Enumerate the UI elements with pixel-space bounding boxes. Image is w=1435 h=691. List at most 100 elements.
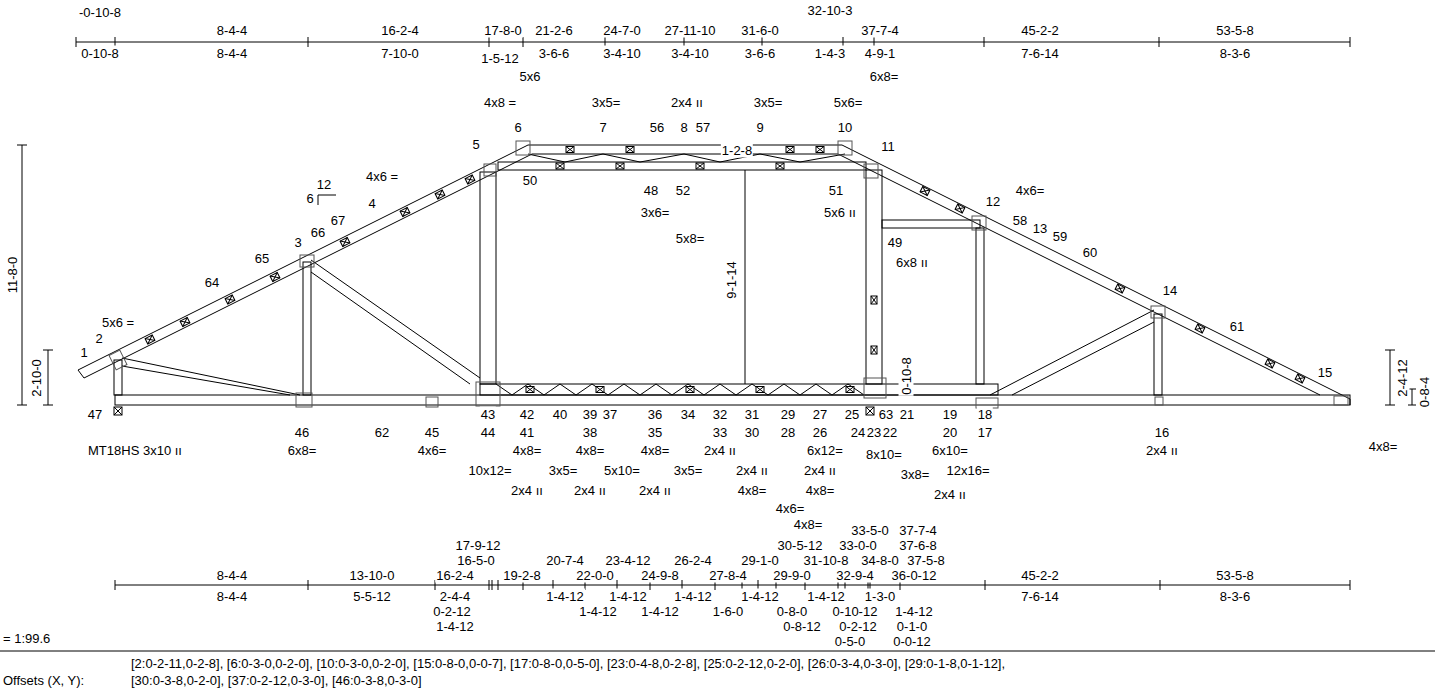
bracing-mark [1265, 359, 1275, 368]
dimension-line [1385, 350, 1395, 351]
drawing-label: 53-5-8 [1215, 23, 1255, 38]
drawing-label: 2x4 ıı [638, 483, 672, 498]
bracing-mark [871, 346, 877, 354]
drawing-label: 2x4 ıı [573, 483, 607, 498]
drawing-label: [30:0-3-8,0-2-0], [37:0-2-12,0-3-0], [46… [130, 673, 423, 688]
drawing-label: 8x10= [865, 447, 903, 462]
drawing-label: 6x12= [806, 443, 844, 458]
drawing-label: 1-5-12 [480, 51, 520, 66]
bracing-mark [526, 387, 534, 393]
top-chord [78, 370, 84, 378]
dimension-line [1390, 350, 1391, 405]
attic-wall [480, 172, 496, 384]
bracing-mark [696, 163, 704, 169]
bracing-mark [616, 163, 624, 169]
drawing-label: 35 [647, 425, 663, 440]
plate [972, 216, 986, 230]
drawing-label: 23 [866, 425, 882, 440]
drawing-label: 5-5-12 [352, 589, 392, 604]
drawing-label: 1-4-12 [545, 589, 585, 604]
drawing-label: 0-10-8 [899, 356, 914, 396]
drawing-label: = 1:99.6 [2, 631, 51, 646]
dimension-tick [1160, 580, 1161, 590]
drawing-label: 2-10-0 [29, 358, 44, 398]
dimension-tick [489, 580, 490, 590]
drawing-label: 2 [94, 331, 103, 346]
drawing-label: 3x5= [591, 95, 622, 110]
bracing-mark [955, 204, 965, 213]
dimension-lines [0, 42, 1435, 651]
drawing-label: 10 [837, 120, 853, 135]
drawing-label: 50 [522, 173, 538, 188]
bracing-mark [1295, 374, 1305, 383]
bracing-mark [626, 147, 634, 153]
drawing-label: 3x5= [548, 463, 579, 478]
truss-members [78, 145, 1350, 405]
drawing-label: 4x6= [775, 501, 806, 516]
drawing-label: 67 [330, 213, 346, 228]
pitch-symbol [318, 195, 336, 205]
bracing-mark [526, 387, 534, 393]
bracing-mark [616, 163, 624, 169]
dimension-tick [492, 580, 493, 590]
bracing-mark [566, 147, 574, 153]
web [311, 260, 480, 378]
drawing-label: 0-8-0 [776, 604, 808, 619]
drawing-label: 18 [977, 407, 993, 422]
drawing-label: Offsets (X, Y): [2, 673, 85, 688]
drawing-label: 4x6= [417, 443, 448, 458]
web [122, 366, 290, 395]
drawing-label: 27-8-4 [708, 568, 748, 583]
bracing-marks [145, 147, 1305, 393]
bracing-mark [465, 175, 475, 184]
bracing-mark [816, 147, 824, 153]
drawing-label: 12 [316, 177, 332, 192]
web [1154, 314, 1162, 395]
plate [1155, 397, 1163, 405]
drawing-label: 22 [882, 425, 898, 440]
drawing-label: 57 [695, 120, 711, 135]
floor-web [496, 384, 864, 395]
dimension-tick [1350, 37, 1351, 47]
drawing-label: 2x4 ıı [510, 483, 544, 498]
drawing-label: MT18HS 3x10 ıı [87, 443, 183, 458]
bracing-mark [756, 387, 764, 393]
drawing-label: 0-8-12 [782, 619, 822, 634]
drawing-label: -0-10-8 [78, 5, 122, 20]
drawing-label: 13 [1032, 221, 1048, 236]
knee-member [976, 228, 984, 384]
bracing-mark [340, 238, 350, 247]
bracing-mark [686, 387, 694, 393]
bracing-mark [526, 387, 534, 393]
drawing-label: 36-0-12 [891, 568, 938, 583]
bracing-mark [225, 295, 235, 304]
drawing-label: 11 [880, 139, 896, 154]
drawing-label: 44 [480, 425, 496, 440]
dimension-line [1385, 405, 1395, 406]
dimension-tick [1350, 580, 1351, 590]
bracing-mark [686, 387, 694, 393]
drawing-label: 60 [1082, 245, 1098, 260]
bracing-mark [340, 238, 350, 247]
drawing-label: 45-2-2 [1020, 23, 1060, 38]
drawing-label: 13-10-0 [349, 568, 396, 583]
drawing-label: 0-2-12 [432, 604, 472, 619]
drawing-label: 8-4-4 [216, 568, 248, 583]
dimension-line [48, 350, 49, 405]
drawing-label: 1-4-12 [640, 604, 680, 619]
drawing-label: 32-10-3 [807, 3, 854, 18]
drawing-label: 3-6-6 [538, 46, 570, 61]
plate [1151, 306, 1165, 318]
drawing-label: 1-4-12 [806, 589, 846, 604]
bracing-mark [871, 346, 877, 354]
dimension-tick [308, 580, 309, 590]
bracing-mark [786, 147, 794, 153]
drawing-label: 7-10-0 [380, 46, 420, 61]
bracing-mark [846, 387, 854, 393]
bracing-mark [756, 387, 764, 393]
drawing-label: 5 [471, 137, 480, 152]
plate [426, 397, 438, 407]
drawing-label: 3 [293, 235, 302, 250]
drawing-label: 4x8= [575, 443, 606, 458]
